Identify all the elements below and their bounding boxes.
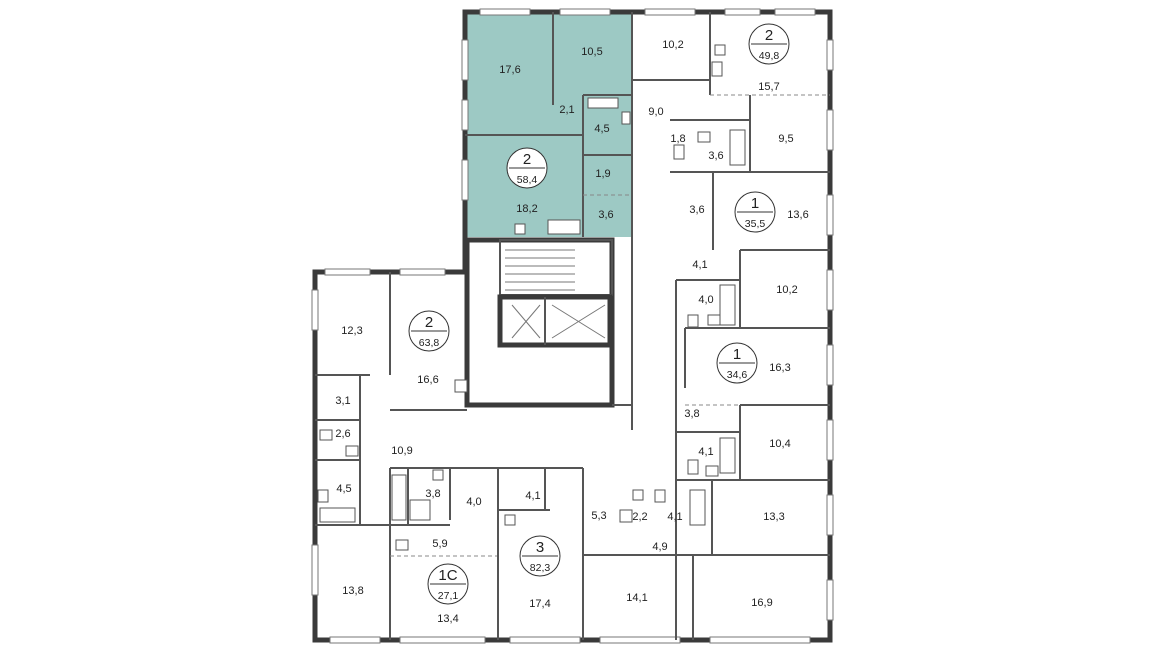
room-area: 17,6 (499, 64, 520, 76)
room-area: 2,6 (335, 428, 350, 440)
room-area: 3,8 (425, 488, 440, 500)
room-area: 9,5 (778, 133, 793, 145)
room-area: 15,7 (758, 81, 779, 93)
room-area: 2,1 (559, 104, 574, 116)
room-area: 5,3 (591, 510, 606, 522)
badge-total-area: 34,6 (727, 369, 748, 381)
room-area: 4,1 (667, 511, 682, 523)
room-area: 17,4 (529, 598, 550, 610)
room-area: 3,8 (684, 408, 699, 420)
badge-total-area: 27,1 (438, 590, 459, 602)
room-area: 3,6 (708, 150, 723, 162)
badge-rooms: 2 (523, 151, 531, 168)
room-area: 9,0 (648, 106, 663, 118)
badge-total-area: 82,3 (530, 562, 551, 574)
room-area: 4,9 (652, 541, 667, 553)
room-area: 4,1 (525, 490, 540, 502)
room-area: 12,3 (341, 325, 362, 337)
room-area-labels: 17,6 10,5 2,1 4,5 1,9 18,2 3,6 10,2 15,7… (335, 39, 808, 625)
room-area: 18,2 (516, 203, 537, 215)
apartment-badge[interactable]: 1С 27,1 (427, 563, 469, 605)
room-area: 2,2 (632, 511, 647, 523)
room-area: 1,8 (670, 133, 685, 145)
room-area: 4,1 (698, 446, 713, 458)
apartment-badge[interactable]: 3 82,3 (519, 535, 561, 577)
interior-walls (315, 12, 830, 640)
badge-rooms: 2 (765, 27, 773, 44)
room-area: 16,3 (769, 362, 790, 374)
selected-apartment-highlight[interactable] (465, 12, 632, 237)
badge-total-area: 35,5 (745, 218, 766, 230)
room-area: 16,6 (417, 374, 438, 386)
room-area: 13,4 (437, 613, 458, 625)
room-area: 1,9 (595, 168, 610, 180)
room-area: 3,1 (335, 395, 350, 407)
room-area: 3,6 (598, 209, 613, 221)
badge-total-area: 58,4 (517, 174, 538, 186)
room-area: 4,1 (692, 259, 707, 271)
badge-rooms: 2 (425, 314, 433, 331)
badge-rooms: 1С (438, 567, 457, 584)
apartment-badge[interactable]: 2 58,4 (506, 147, 548, 189)
room-area: 16,9 (751, 597, 772, 609)
room-area: 4,5 (336, 483, 351, 495)
windows (311, 8, 834, 644)
badge-rooms: 1 (751, 195, 759, 212)
room-area: 10,2 (662, 39, 683, 51)
room-area: 4,0 (698, 294, 713, 306)
apartment-badge[interactable]: 2 49,8 (748, 23, 790, 65)
apartment-badge[interactable]: 1 34,6 (716, 342, 758, 384)
room-area: 13,6 (787, 209, 808, 221)
badge-rooms: 1 (733, 346, 741, 363)
room-area: 14,1 (626, 592, 647, 604)
badge-total-area: 49,8 (759, 50, 780, 62)
room-area: 10,2 (776, 284, 797, 296)
badge-total-area: 63,8 (419, 337, 440, 349)
badge-rooms: 3 (536, 539, 544, 556)
room-area: 13,3 (763, 511, 784, 523)
room-area: 10,4 (769, 438, 790, 450)
room-area: 5,9 (432, 538, 447, 550)
room-area: 3,6 (689, 204, 704, 216)
fixtures (317, 44, 746, 551)
room-area: 4,5 (594, 123, 609, 135)
room-area: 10,9 (391, 445, 412, 457)
room-area: 4,0 (466, 496, 481, 508)
apartment-badge[interactable]: 2 63,8 (408, 310, 450, 352)
apartment-badge[interactable]: 1 35,5 (734, 191, 776, 233)
room-area: 13,8 (342, 585, 363, 597)
stair (505, 249, 606, 339)
room-area: 10,5 (581, 46, 602, 58)
